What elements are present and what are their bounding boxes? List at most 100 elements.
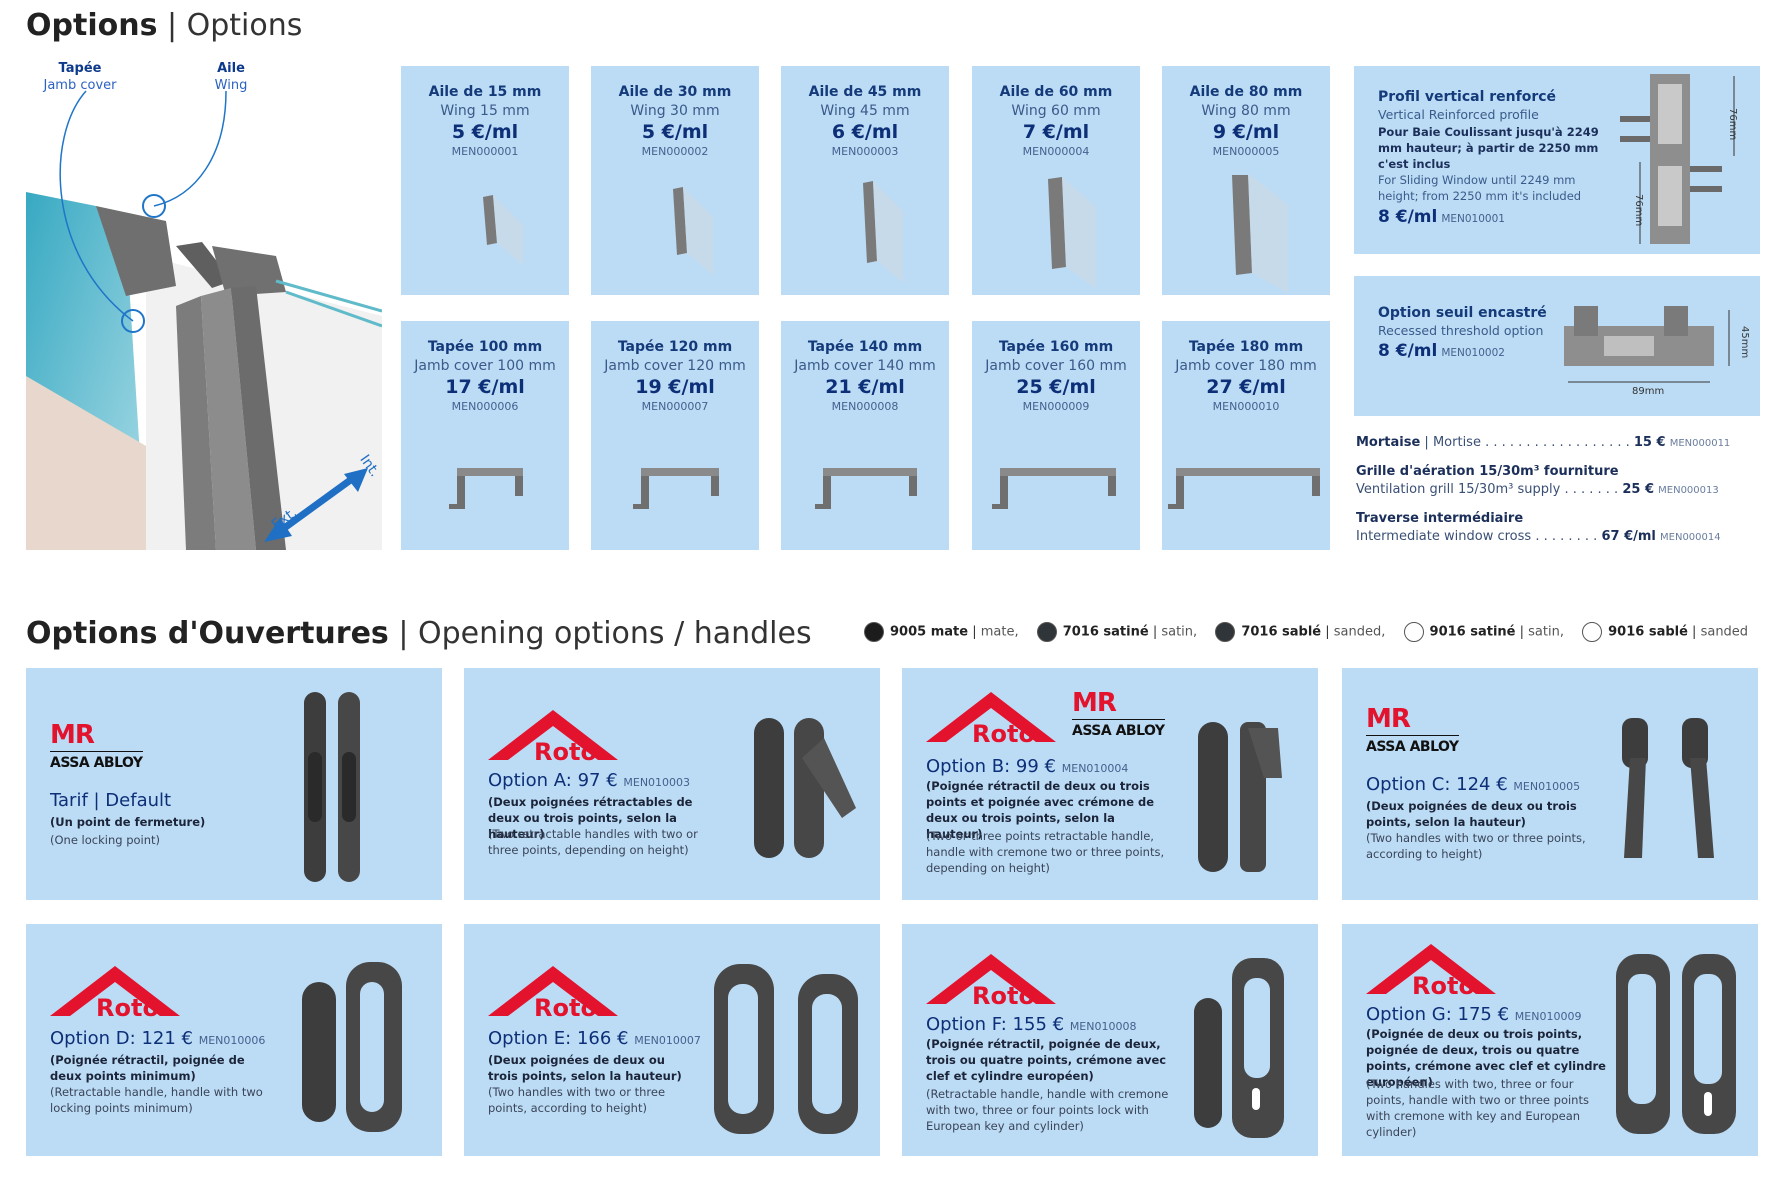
wing-card-ref: MEN000001 <box>451 145 519 158</box>
jamb-card-140[interactable]: Tapée 140 mm Jamb cover 140 mm 21 €/ml M… <box>781 321 949 550</box>
mr-logo: MR <box>50 720 95 750</box>
handle-desc-fr: (Poignée de deux ou trois points, poigné… <box>1366 1027 1606 1089</box>
jamb-card-fr: Tapée 120 mm <box>617 339 733 355</box>
handle-card-option-d[interactable]: Roto Option D: 121 € MEN010006 (Poignée … <box>26 924 442 1156</box>
grill-en: Ventilation grill 15/30m³ supply <box>1356 482 1561 497</box>
reinforced-profile-card[interactable]: Profil vertical renforcé Vertical Reinfo… <box>1354 66 1760 254</box>
wing-card-price: 6 €/ml <box>831 121 899 143</box>
jamb-profile-image <box>1168 468 1320 509</box>
extra-cross[interactable]: Intermediate window cross . . . . . . . … <box>1356 528 1764 547</box>
extra-mortise[interactable]: Mortaise | Mortise . . . . . . . . . . .… <box>1356 434 1764 453</box>
jamb-card-price: 21 €/ml <box>825 376 905 398</box>
jamb-profile-image <box>992 468 1116 509</box>
roto-logo-text: Roto <box>534 994 597 1022</box>
wing-card-80[interactable]: Aile de 80 mm Wing 80 mm 9 €/ml MEN00000… <box>1162 66 1330 295</box>
reinforced-dim-b-label: 76mm <box>1633 194 1644 227</box>
roto-logo-text: Roto <box>1412 972 1475 1000</box>
profile-illustration: Tapée Jamb cover Aile Wing Ext. Int. <box>26 56 382 550</box>
jamb-card-en: Jamb cover 100 mm <box>414 358 556 374</box>
jamb-cover-en: Jamb cover <box>43 78 117 93</box>
wing-profile-image <box>863 181 903 283</box>
roto-logo <box>926 692 1056 742</box>
wing-callout: Aile Wing <box>196 60 266 94</box>
swatch-7016-satin[interactable]: 7016 satiné | satin, <box>1036 622 1197 642</box>
handle-card-option-a[interactable]: Roto Option A: 97 € MEN010003 (Deux poig… <box>464 668 880 900</box>
wing-card-45[interactable]: Aile de 45 mm Wing 45 mm 6 €/ml MEN00000… <box>781 66 949 295</box>
mr-assa-logo: MR ASSA ABLOY <box>50 720 143 771</box>
handle-desc-en: (Two handles with two or three points, a… <box>488 1085 666 1115</box>
jamb-card-100[interactable]: Tapée 100 mm Jamb cover 100 mm 17 €/ml M… <box>401 321 569 550</box>
mortise-price: 15 € <box>1633 435 1666 450</box>
cross-en: Intermediate window cross <box>1356 529 1532 544</box>
opening-title-en: Opening options / handles <box>418 616 812 651</box>
options-title: Options | Options <box>26 8 302 43</box>
handle-desc-fr: (Deux poignées rétractables de deux ou t… <box>488 795 693 841</box>
handle-desc-fr: (Deux poignées de deux ou trois points, … <box>488 1053 682 1083</box>
assa-abloy-logo: ASSA ABLOY <box>50 751 143 771</box>
mr-assa-logo: MR ASSA ABLOY <box>1072 688 1165 739</box>
reinforced-desc-fr: Pour Baie Coulissant jusqu'à 2249 mm hau… <box>1378 125 1599 171</box>
handle-image <box>1616 954 1736 1134</box>
wing-card-ref: MEN000003 <box>831 145 899 158</box>
jamb-card-120[interactable]: Tapée 120 mm Jamb cover 120 mm 19 €/ml M… <box>591 321 759 550</box>
wing-card-en: Wing 80 mm <box>1201 103 1291 119</box>
mortise-ref: MEN000011 <box>1669 438 1731 449</box>
profile-section-drawing <box>26 90 382 550</box>
handle-card-option-f[interactable]: Roto Option F: 155 € MEN010008 (Poignée … <box>902 924 1318 1156</box>
handle-card-option-e[interactable]: Roto Option E: 166 € MEN010007 (Deux poi… <box>464 924 880 1156</box>
handle-card-option-b[interactable]: Roto MR ASSA ABLOY Option B: 99 € MEN010… <box>902 668 1318 900</box>
roto-logo <box>926 954 1056 1004</box>
reinforced-text: Profil vertical renforcé Vertical Reinfo… <box>1378 88 1606 228</box>
title-separator: | <box>166 8 178 43</box>
swatch-9005-mate[interactable]: 9005 mate | mate, <box>864 622 1019 642</box>
grill-fr: Grille d'aération 15/30m³ fourniture <box>1356 464 1619 479</box>
handle-desc-en: (Two handles with two or three points, a… <box>1366 831 1586 861</box>
wing-card-60[interactable]: Aile de 60 mm Wing 60 mm 7 €/ml MEN00000… <box>972 66 1140 295</box>
jamb-card-fr: Tapée 140 mm <box>807 339 923 355</box>
swatch-7016-sanded[interactable]: 7016 sablé | sanded, <box>1215 622 1385 642</box>
color-swatches: 9005 mate | mate, 7016 satiné | satin, 7… <box>864 622 1764 648</box>
handle-card-option-c[interactable]: MR ASSA ABLOY Option C: 124 € MEN010005 … <box>1342 668 1758 900</box>
wing-profile-image <box>483 195 523 265</box>
handle-image <box>302 962 402 1132</box>
jamb-card-180[interactable]: Tapée 180 mm Jamb cover 180 mm 27 €/ml M… <box>1162 321 1330 550</box>
wing-fr: Aile <box>217 61 245 76</box>
handle-desc-fr: (Un point de fermeture) <box>50 815 206 829</box>
cross-dots: . . . . . . . . <box>1535 529 1598 544</box>
options-title-fr: Options <box>26 8 158 43</box>
handle-image <box>304 692 360 882</box>
jamb-card-price: 19 €/ml <box>635 376 715 398</box>
roto-logo-text: Roto <box>96 994 159 1022</box>
reinforced-ref: MEN010001 <box>1441 213 1505 225</box>
title-separator: | <box>398 616 409 651</box>
wing-card-15[interactable]: Aile de 15 mm Wing 15 mm 5 €/ml MEN00000… <box>401 66 569 295</box>
roto-logo <box>488 966 618 1016</box>
handle-title: Option F: 155 € MEN010008 <box>926 1014 1137 1035</box>
threshold-title-fr: Option seuil encastré <box>1378 305 1547 321</box>
swatch-9016-sanded[interactable]: 9016 sablé | sanded <box>1582 622 1748 642</box>
jamb-card-160[interactable]: Tapée 160 mm Jamb cover 160 mm 25 €/ml M… <box>972 321 1140 550</box>
grill-dots: . . . . . . . <box>1564 482 1619 497</box>
recessed-threshold-card[interactable]: Option seuil encastré Recessed threshold… <box>1354 276 1760 416</box>
roto-logo-text: Roto <box>972 982 1035 1010</box>
cross-price: 67 €/ml <box>1601 529 1656 544</box>
handle-card-default[interactable]: MR ASSA ABLOY Tarif | Default (Un point … <box>26 668 442 900</box>
wing-card-en: Wing 60 mm <box>1011 103 1101 119</box>
threshold-price: 8 €/ml <box>1378 341 1438 361</box>
assa-abloy-logo: ASSA ABLOY <box>1072 719 1165 739</box>
mortise-en: Mortise <box>1432 435 1481 450</box>
threshold-title-en: Recessed threshold option <box>1378 323 1544 338</box>
jamb-card-fr: Tapée 160 mm <box>998 339 1114 355</box>
extra-grill[interactable]: Ventilation grill 15/30m³ supply . . . .… <box>1356 481 1764 500</box>
threshold-profile-image <box>1564 306 1730 383</box>
swatch-9016-satin[interactable]: 9016 satiné | satin, <box>1403 622 1564 642</box>
jamb-card-en: Jamb cover 120 mm <box>604 358 746 374</box>
wing-card-30[interactable]: Aile de 30 mm Wing 30 mm 5 €/ml MEN00000… <box>591 66 759 295</box>
handle-card-option-g[interactable]: Roto Option G: 175 € MEN010009 (Poignée … <box>1342 924 1758 1156</box>
jamb-card-price: 17 €/ml <box>445 376 525 398</box>
jamb-cover-fr: Tapée <box>58 61 102 76</box>
handle-desc-fr: (Poignée rétractil, poignée de deux, tro… <box>926 1037 1167 1083</box>
jamb-card-en: Jamb cover 140 mm <box>794 358 936 374</box>
reinforced-profile-image <box>1620 74 1735 244</box>
wing-card-ref: MEN000004 <box>1022 145 1090 158</box>
